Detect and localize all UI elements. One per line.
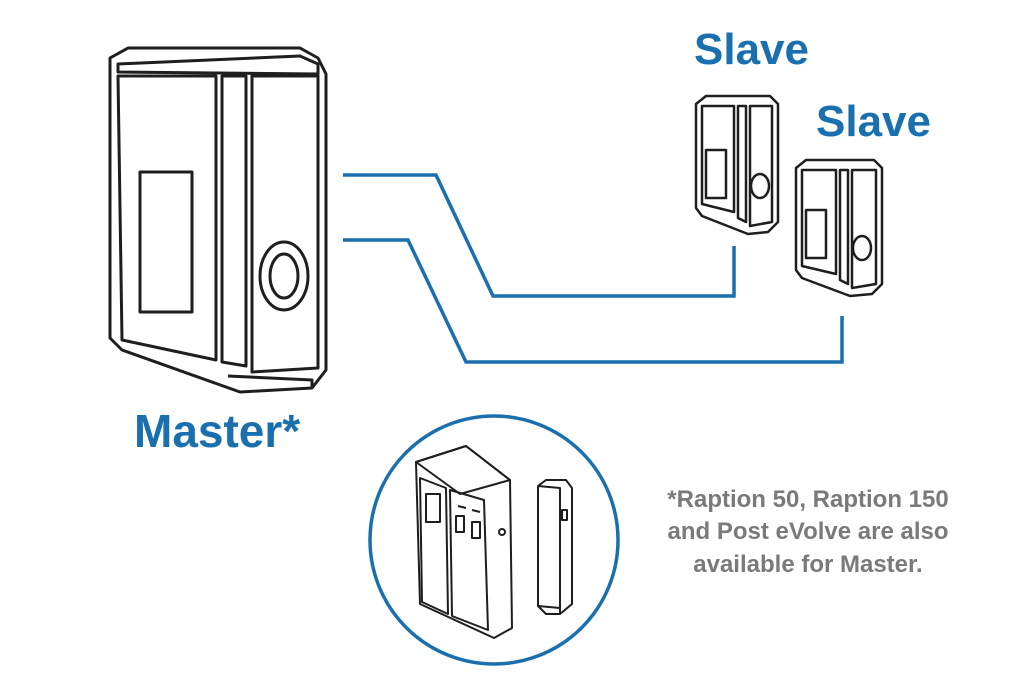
note-line-2: and Post eVolve are also	[667, 518, 949, 546]
raption-cabinet-illustration	[415, 445, 513, 639]
master-label: Master*	[134, 405, 301, 457]
slave-charger-2-illustration	[794, 158, 884, 298]
post-evolve-illustration	[537, 479, 573, 615]
slave-1-label: Slave	[694, 25, 809, 74]
note-line-1: *Raption 50, Raption 150	[667, 486, 949, 513]
slave-2-label: Slave	[816, 97, 931, 146]
slave-charger-1-illustration	[694, 94, 780, 236]
connector-line-slave-2	[343, 238, 844, 364]
note-line-3: available for Master.	[693, 550, 923, 578]
master-charger-illustration	[108, 46, 328, 394]
master-availability-note: *Raption 50, Raption 150 and Post eVolve…	[606, 484, 1010, 581]
connector-line-slave-1	[343, 173, 736, 298]
